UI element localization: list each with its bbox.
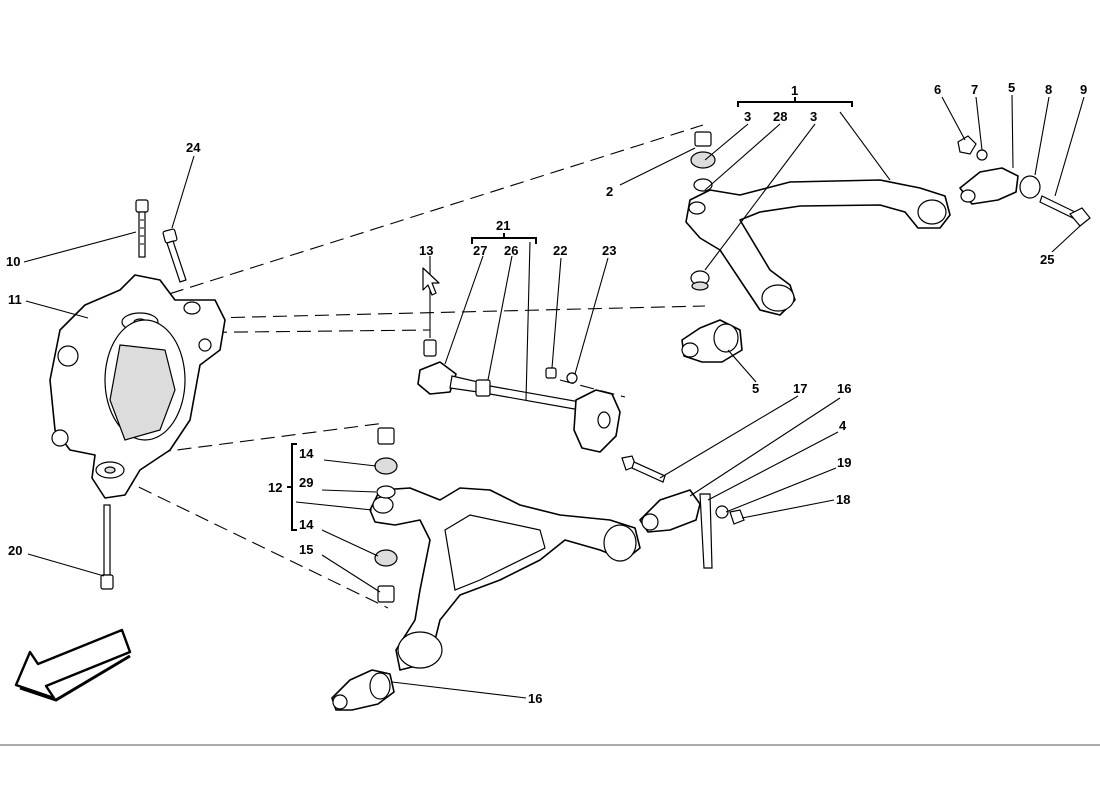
callout-9: 9	[1080, 82, 1087, 97]
bottom-divider	[0, 744, 1100, 746]
callout-26: 26	[504, 243, 518, 258]
callout-10: 10	[6, 254, 20, 269]
callout-6: 6	[934, 82, 941, 97]
callout-13: 13	[419, 243, 433, 258]
cursor-arrow-icon	[422, 267, 440, 296]
callout-16: 16	[528, 691, 542, 706]
callout-11: 11	[8, 292, 22, 307]
callout-28: 28	[773, 109, 787, 124]
callout-20: 20	[8, 543, 22, 558]
callout-3: 3	[744, 109, 751, 124]
callout-21: 21	[496, 218, 510, 233]
tie-rod	[417, 339, 621, 453]
lower-wishbone	[369, 487, 641, 671]
callout-15: 15	[299, 542, 313, 557]
bolt-10	[135, 199, 149, 258]
bolt-24	[162, 228, 187, 283]
callout-7: 7	[971, 82, 978, 97]
callout-29: 29	[299, 475, 313, 490]
bolt-20	[100, 504, 114, 590]
callout-5: 5	[752, 381, 759, 396]
callout-4: 4	[839, 418, 847, 433]
callout-5: 5	[1008, 80, 1015, 95]
callout-3: 3	[810, 109, 817, 124]
callout-8: 8	[1045, 82, 1052, 97]
callout-19: 19	[837, 455, 851, 470]
upper-wishbone	[685, 179, 951, 316]
callout-24: 24	[186, 140, 201, 155]
bushing-16-lower	[331, 669, 395, 711]
callout-27: 27	[473, 243, 487, 258]
direction-arrow-icon	[14, 628, 132, 702]
leader-lines	[23, 94, 1085, 699]
ball-joint-stack-upper	[690, 131, 716, 291]
upper-fixing-parts	[957, 135, 1091, 227]
callout-1: 1	[791, 83, 798, 98]
callout-14: 14	[299, 517, 314, 532]
group-braces	[287, 97, 853, 531]
callout-2: 2	[606, 184, 613, 199]
callout-16: 16	[837, 381, 851, 396]
callout-14: 14	[299, 446, 314, 461]
callout-17: 17	[793, 381, 807, 396]
lower-fixing-parts	[621, 455, 745, 569]
hub-carrier	[49, 274, 226, 499]
callout-22: 22	[553, 243, 567, 258]
callout-labels: 1 2 3 28 3 6 7 5 8 9 25 24 10 11 21 13 2…	[6, 80, 1087, 706]
callout-25: 25	[1040, 252, 1054, 267]
bushing-5-lower	[681, 319, 743, 363]
callout-12: 12	[268, 480, 282, 495]
callout-23: 23	[602, 243, 616, 258]
callout-18: 18	[836, 492, 850, 507]
ball-joint-stack-lower	[374, 427, 398, 603]
